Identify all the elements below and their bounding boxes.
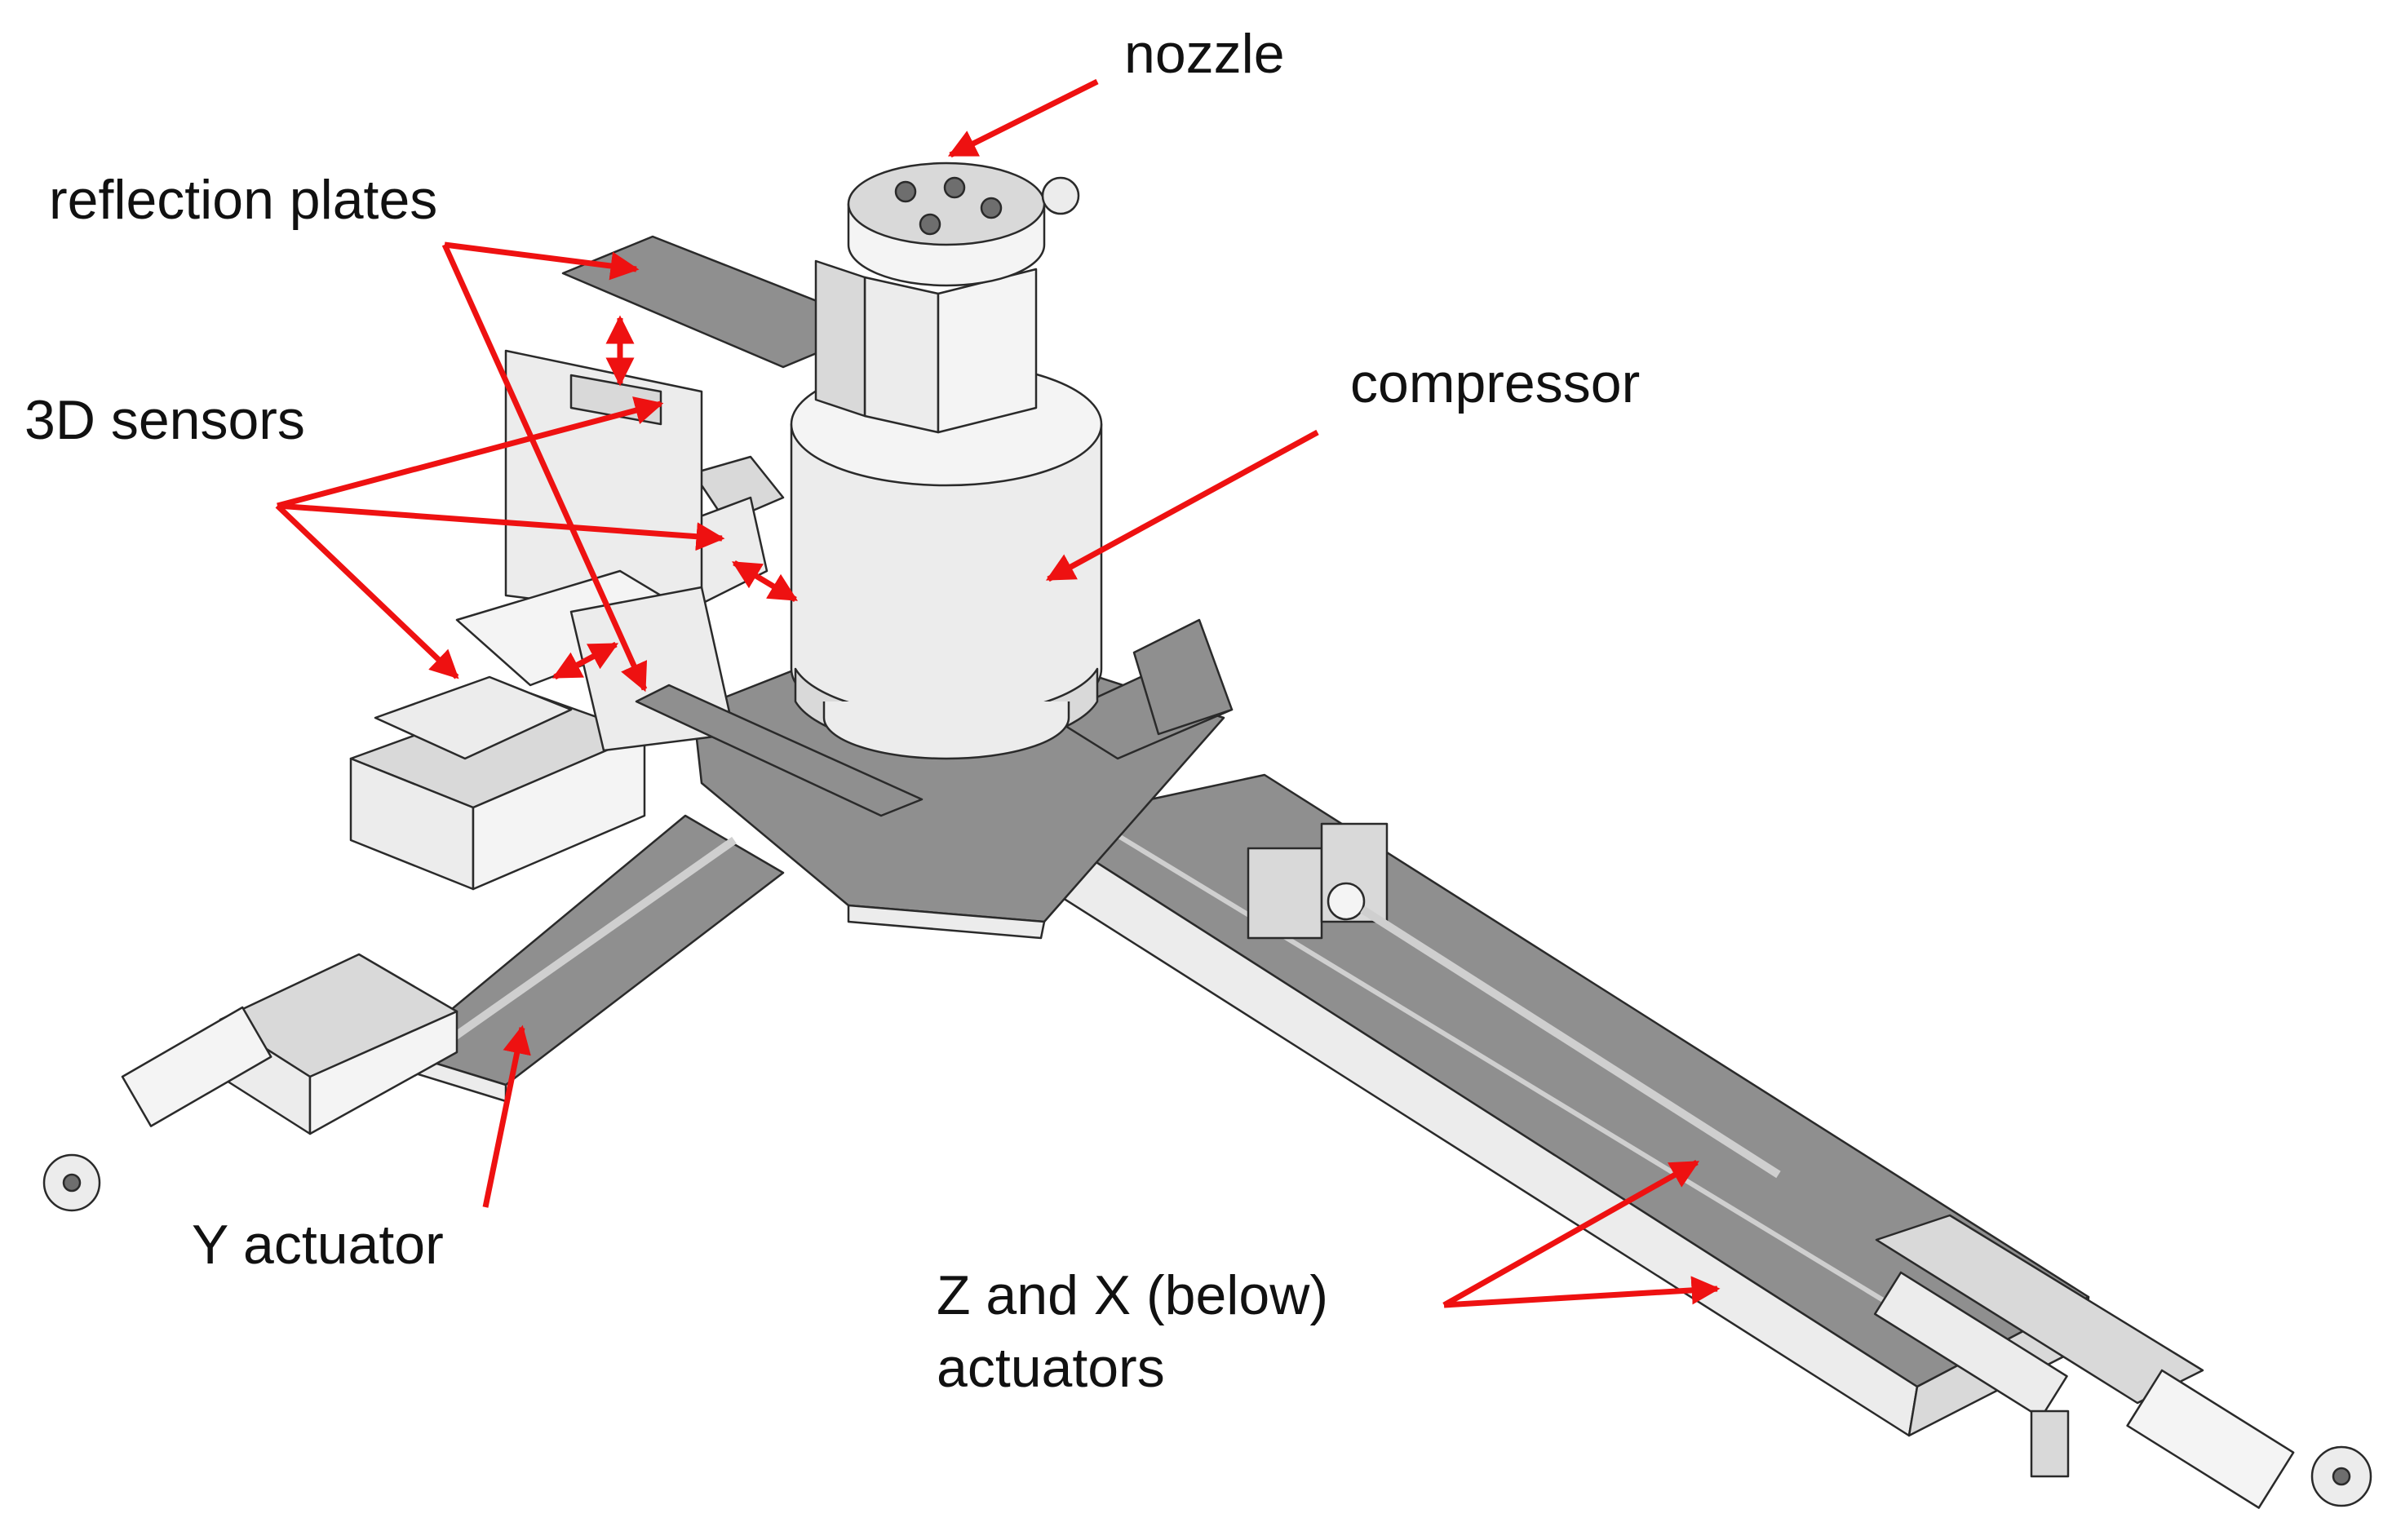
- valve-block: [814, 259, 1038, 434]
- label-3d-sensors: 3D sensors: [24, 389, 305, 451]
- arrows-zx-actuators: [1442, 1159, 1721, 1308]
- reflection-plate-lower: [569, 586, 924, 817]
- label-zx-actuators-line2: actuators: [937, 1337, 1165, 1399]
- label-nozzle: nozzle: [1124, 23, 1285, 85]
- y-actuator: [42, 814, 785, 1212]
- zx-actuator-motor: [1873, 1214, 2372, 1509]
- label-zx-actuators-line1: Z and X (below): [937, 1264, 1328, 1326]
- label-reflection-plates: reflection plates: [49, 169, 438, 231]
- label-compressor: compressor: [1350, 352, 1641, 414]
- arrows-reflection-plates: [441, 241, 648, 693]
- arrow-compressor: [1045, 429, 1319, 582]
- sensor-bottom: [349, 675, 646, 891]
- nozzle-head: [847, 162, 1080, 287]
- arrow-y-actuator: [482, 1024, 531, 1208]
- arrow-nozzle: [947, 78, 1099, 158]
- label-y-actuator: Y actuator: [192, 1214, 444, 1276]
- arrows-sensor-gap: [551, 315, 799, 680]
- arrows-3d-sensors: [275, 396, 725, 679]
